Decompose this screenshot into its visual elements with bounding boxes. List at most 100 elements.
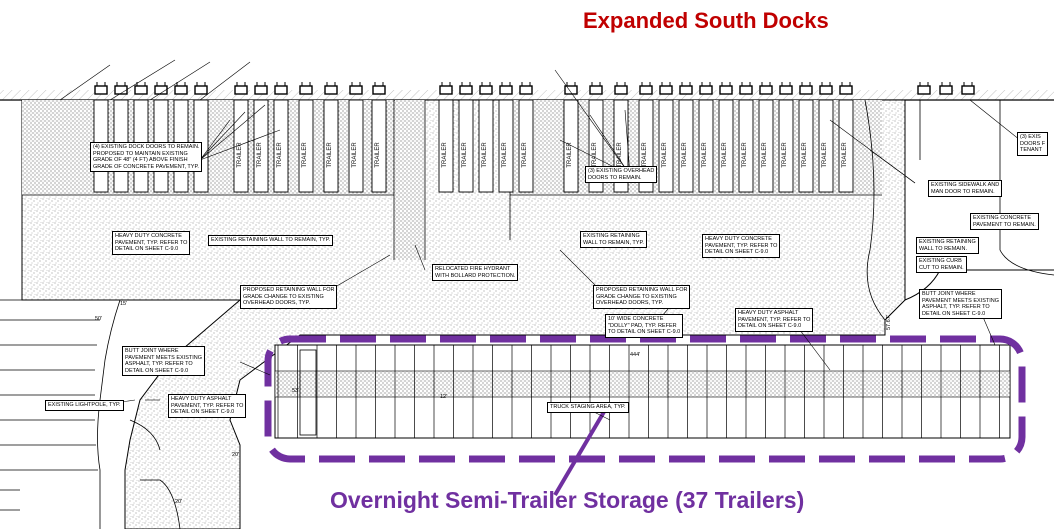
trailer-label: TRAILER xyxy=(822,142,828,168)
dock-door xyxy=(254,82,268,95)
trailer-label: TRAILER xyxy=(237,142,243,168)
dock-door xyxy=(589,82,603,95)
trailer-label: TRAILER xyxy=(762,142,768,168)
trailer-bay: TRAILER xyxy=(678,99,694,193)
trailer-bay: TRAILER xyxy=(698,99,714,193)
trailer-label: TRAILER xyxy=(592,142,598,168)
callout-existing-retaining-wall-left: EXISTING RETAINING WALL TO REMAIN, TYP. xyxy=(208,235,334,246)
dock-door xyxy=(349,82,363,95)
dimension-label: 12' xyxy=(440,394,447,400)
trailer-bay: TRAILER xyxy=(758,99,774,193)
trailer-label: TRAILER xyxy=(802,142,808,168)
dock-door xyxy=(799,82,813,95)
dock-door xyxy=(479,82,493,95)
trailer-bay: TRAILER xyxy=(498,99,514,193)
trailer-bay: TRAILER xyxy=(563,99,579,193)
callout-existing-curb: EXISTING CURB CUT TO REMAIN. xyxy=(916,256,967,273)
dock-door xyxy=(194,82,208,95)
dense-pavement-center xyxy=(395,100,425,260)
semi-trailer-storage-title: Overnight Semi-Trailer Storage (37 Trail… xyxy=(330,487,805,513)
dimension-label: 444' xyxy=(630,352,640,358)
dock-door xyxy=(299,82,313,95)
expanded-south-docks-title: Expanded South Docks xyxy=(583,8,829,33)
dimension-label: 20' xyxy=(232,452,239,458)
callout-existing-retaining-wall-east: EXISTING RETAINING WALL TO REMAIN. xyxy=(916,237,979,254)
dimension-label: 57.67' xyxy=(886,315,892,330)
callout-dolly-pad: 10' WIDE CONCRETE "DOLLY" PAD, TYP. REFE… xyxy=(605,314,684,338)
callout-tenant-doors: (3) EXIS DOORS F TENANT xyxy=(1017,132,1049,156)
callout-heavy-duty-concrete-right: HEAVY DUTY CONCRETE PAVEMENT, TYP. REFER… xyxy=(702,234,781,258)
dock-door xyxy=(679,82,693,95)
dimension-label: 15' xyxy=(120,301,127,307)
trailer-label: TRAILER xyxy=(522,142,528,168)
callout-relocated-fire-hydrant: RELOCATED FIRE HYDRANT WITH BOLLARD PROT… xyxy=(432,264,519,281)
callout-butt-joint-right: BUTT JOINT WHERE PAVEMENT MEETS EXISTING… xyxy=(919,289,1003,319)
dock-door xyxy=(614,82,628,95)
trailer-stalls xyxy=(277,345,1000,438)
dock-door xyxy=(372,82,386,95)
trailer-bay: TRAILER xyxy=(778,99,794,193)
dock-door xyxy=(961,82,975,95)
dock-door xyxy=(639,82,653,95)
trailer-label: TRAILER xyxy=(462,142,468,168)
callout-existing-lightpole: EXISTING LIGHTPOLE, TYP. xyxy=(45,400,124,411)
callout-existing-concrete: EXISTING CONCRETE PAVEMENT TO REMAIN. xyxy=(970,213,1039,230)
building-wall-hatch xyxy=(0,90,1054,100)
dock-door xyxy=(324,82,338,95)
callout-truck-staging: TRUCK STAGING AREA, TYP. xyxy=(547,402,629,413)
trailer-label: TRAILER xyxy=(442,142,448,168)
trailer-bay: TRAILER xyxy=(518,99,534,193)
dock-door xyxy=(819,82,833,95)
trailer-bay: TRAILER xyxy=(478,99,494,193)
trailer-label: TRAILER xyxy=(722,142,728,168)
trailer-bay: TRAILER xyxy=(458,99,474,193)
trailer-label: TRAILER xyxy=(702,142,708,168)
dock-door xyxy=(154,82,168,95)
dock-door xyxy=(917,82,931,95)
dock-door xyxy=(739,82,753,95)
dock-door xyxy=(759,82,773,95)
dock-door xyxy=(234,82,248,95)
dock-door xyxy=(274,82,288,95)
callout-heavy-duty-concrete-left: HEAVY DUTY CONCRETE PAVEMENT, TYP. REFER… xyxy=(112,231,191,255)
dock-door xyxy=(699,82,713,95)
dock-door xyxy=(174,82,188,95)
trailer-label: TRAILER xyxy=(352,142,358,168)
trailer-bay: TRAILER xyxy=(233,99,249,193)
trailer-bay: TRAILER xyxy=(818,99,834,193)
dock-door xyxy=(459,82,473,95)
trailer-label: TRAILER xyxy=(327,142,333,168)
callout-butt-joint-left: BUTT JOINT WHERE PAVEMENT MEETS EXISTING… xyxy=(122,346,206,376)
trailer-bay: TRAILER xyxy=(253,99,269,193)
trailer-label: TRAILER xyxy=(482,142,488,168)
trailer-bay: TRAILER xyxy=(273,99,289,193)
trailer-bay: TRAILER xyxy=(838,99,854,193)
callout-heavy-duty-asphalt-right: HEAVY DUTY ASPHALT PAVEMENT, TYP. REFER … xyxy=(735,308,814,332)
dock-door xyxy=(94,82,108,95)
trailer-label: TRAILER xyxy=(375,142,381,168)
trailer-bay: TRAILER xyxy=(298,99,314,193)
dimension-label: 50' xyxy=(95,316,102,322)
storage-highlight-outline xyxy=(264,335,1026,463)
trailer-label: TRAILER xyxy=(682,142,688,168)
trailer-bay: TRAILER xyxy=(718,99,734,193)
trailer-label: TRAILER xyxy=(302,142,308,168)
dock-door xyxy=(939,82,953,95)
storage-highlight-arrow xyxy=(553,403,610,497)
callout-proposed-retaining-wall-left: PROPOSED RETAINING WALL FOR GRADE CHANGE… xyxy=(240,285,338,309)
trailer-bay: TRAILER xyxy=(798,99,814,193)
callout-heavy-duty-asphalt-left: HEAVY DUTY ASPHALT PAVEMENT, TYP. REFER … xyxy=(168,394,247,418)
dimension-label: 20' xyxy=(175,499,182,505)
trailer-storage-area xyxy=(274,344,1011,439)
leader-lines xyxy=(59,59,1021,421)
trailer-bay: TRAILER xyxy=(738,99,754,193)
callout-existing-dock-doors: (4) EXISTING DOCK DOORS TO REMAIN. PROPO… xyxy=(90,142,203,172)
callout-existing-sidewalk: EXISTING SIDEWALK AND MAN DOOR TO REMAIN… xyxy=(928,180,1003,197)
callout-existing-retaining-wall-right: EXISTING RETAINING WALL TO REMAIN, TYP. xyxy=(580,231,647,248)
trailer-label: TRAILER xyxy=(742,142,748,168)
trailer-label: TRAILER xyxy=(617,142,623,168)
dock-door xyxy=(499,82,513,95)
dock-door xyxy=(519,82,533,95)
trailer-bay: TRAILER xyxy=(323,99,339,193)
